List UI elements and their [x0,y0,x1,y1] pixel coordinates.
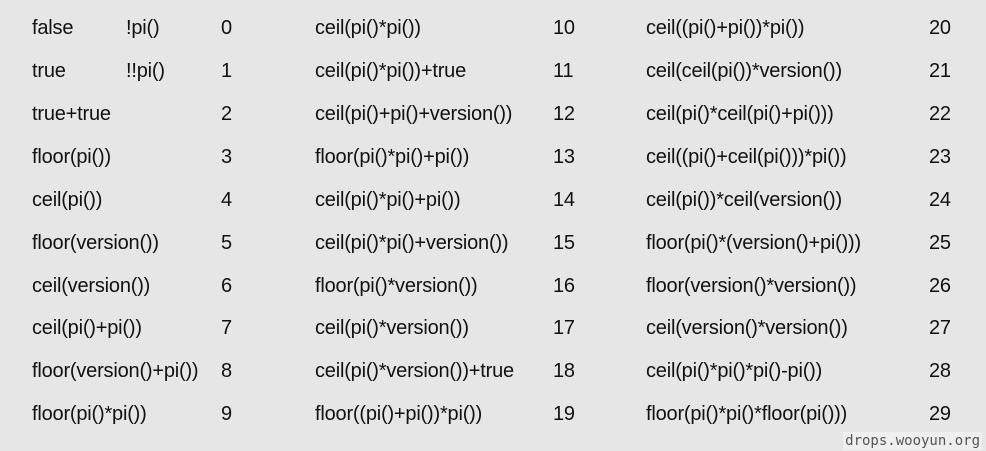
table-row: ceil(pi()+pi()) 7 ceil(pi()*version()) 1… [0,308,986,348]
expression-cell: floor(pi()*(version()+pi())) [646,232,861,254]
table-row: floor(pi()) 3 floor(pi()*pi()+pi()) 13 c… [0,137,986,177]
value-cell: 28 [929,360,951,382]
expression-cell: floor(pi()*pi()) [32,403,147,425]
table-row: ceil(pi()) 4 ceil(pi()*pi()+pi()) 14 cei… [0,180,986,220]
table-row: ceil(version()) 6 floor(pi()*version()) … [0,266,986,306]
value-cell: 16 [553,275,575,297]
expression-cell: ceil(pi()+pi()+version()) [315,103,513,125]
expression-cell: ceil((pi()+ceil(pi()))*pi()) [646,146,847,168]
value-cell: 2 [221,103,232,125]
expression-cell: ceil((pi()+pi())*pi()) [646,17,805,39]
value-cell: 18 [553,360,575,382]
expression-cell: ceil(pi()*version())+true [315,360,514,382]
table-row: false !pi() 0 ceil(pi()*pi()) 10 ceil((p… [0,8,986,48]
expression-cell: false [32,17,74,39]
expression-cell: ceil(pi()*pi()+pi()) [315,189,461,211]
value-cell: 1 [221,60,232,82]
table-row: true !!pi() 1 ceil(pi()*pi())+true 11 ce… [0,51,986,91]
value-cell: 8 [221,360,232,382]
value-cell: 26 [929,275,951,297]
table-row: floor(pi()*pi()) 9 floor((pi()+pi())*pi(… [0,394,986,434]
value-cell: 4 [221,189,232,211]
value-cell: 3 [221,146,232,168]
value-cell: 15 [553,232,575,254]
expression-cell: floor(pi()*pi()+pi()) [315,146,470,168]
value-cell: 9 [221,403,232,425]
expression-cell: ceil(pi()) [32,189,103,211]
expression-cell: ceil(version()*version()) [646,317,848,339]
value-cell: 6 [221,275,232,297]
expression-cell: true [32,60,66,82]
expression-cell: floor(pi()) [32,146,111,168]
site-watermark: drops.wooyun.org [843,432,982,450]
table-row: true+true 2 ceil(pi()+pi()+version()) 12… [0,94,986,134]
expression-cell: ceil(pi()*pi())+true [315,60,467,82]
expression-cell: floor(version()*version()) [646,275,857,297]
value-cell: 19 [553,403,575,425]
value-cell: 20 [929,17,951,39]
expression-cell: ceil(pi()*ceil(pi()+pi())) [646,103,834,125]
value-cell: 5 [221,232,232,254]
value-cell: 22 [929,103,951,125]
expression-cell: floor(pi()*pi()*floor(pi())) [646,403,848,425]
expression-cell: ceil(pi()+pi()) [32,317,142,339]
value-cell: 7 [221,317,232,339]
expression-cell: floor(version()+pi()) [32,360,199,382]
value-cell: 24 [929,189,951,211]
value-cell: 0 [221,17,232,39]
expression-cell: ceil(pi()*pi()+version()) [315,232,509,254]
expression-cell: ceil(pi()*version()) [315,317,469,339]
expression-cell: floor(pi()*version()) [315,275,478,297]
value-cell: 13 [553,146,575,168]
value-cell: 29 [929,403,951,425]
expression-cell: ceil(pi()*pi()*pi()-pi()) [646,360,823,382]
value-cell: 14 [553,189,575,211]
value-cell: 25 [929,232,951,254]
alternate-expression-cell: !pi() [126,17,160,39]
expression-cell: floor((pi()+pi())*pi()) [315,403,483,425]
expression-cell: ceil(pi())*ceil(version()) [646,189,842,211]
expression-cell: ceil(ceil(pi())*version()) [646,60,842,82]
expression-cell: ceil(pi()*pi()) [315,17,421,39]
value-cell: 17 [553,317,575,339]
expression-cell: floor(version()) [32,232,159,254]
value-cell: 21 [929,60,951,82]
value-cell: 11 [553,60,574,82]
table-row: floor(version()+pi()) 8 ceil(pi()*versio… [0,351,986,391]
alternate-expression-cell: !!pi() [126,60,165,82]
value-cell: 12 [553,103,575,125]
expression-cell: true+true [32,103,111,125]
value-cell: 23 [929,146,951,168]
table-row: floor(version()) 5 ceil(pi()*pi()+versio… [0,223,986,263]
value-cell: 10 [553,17,575,39]
expression-cell: ceil(version()) [32,275,151,297]
value-cell: 27 [929,317,951,339]
